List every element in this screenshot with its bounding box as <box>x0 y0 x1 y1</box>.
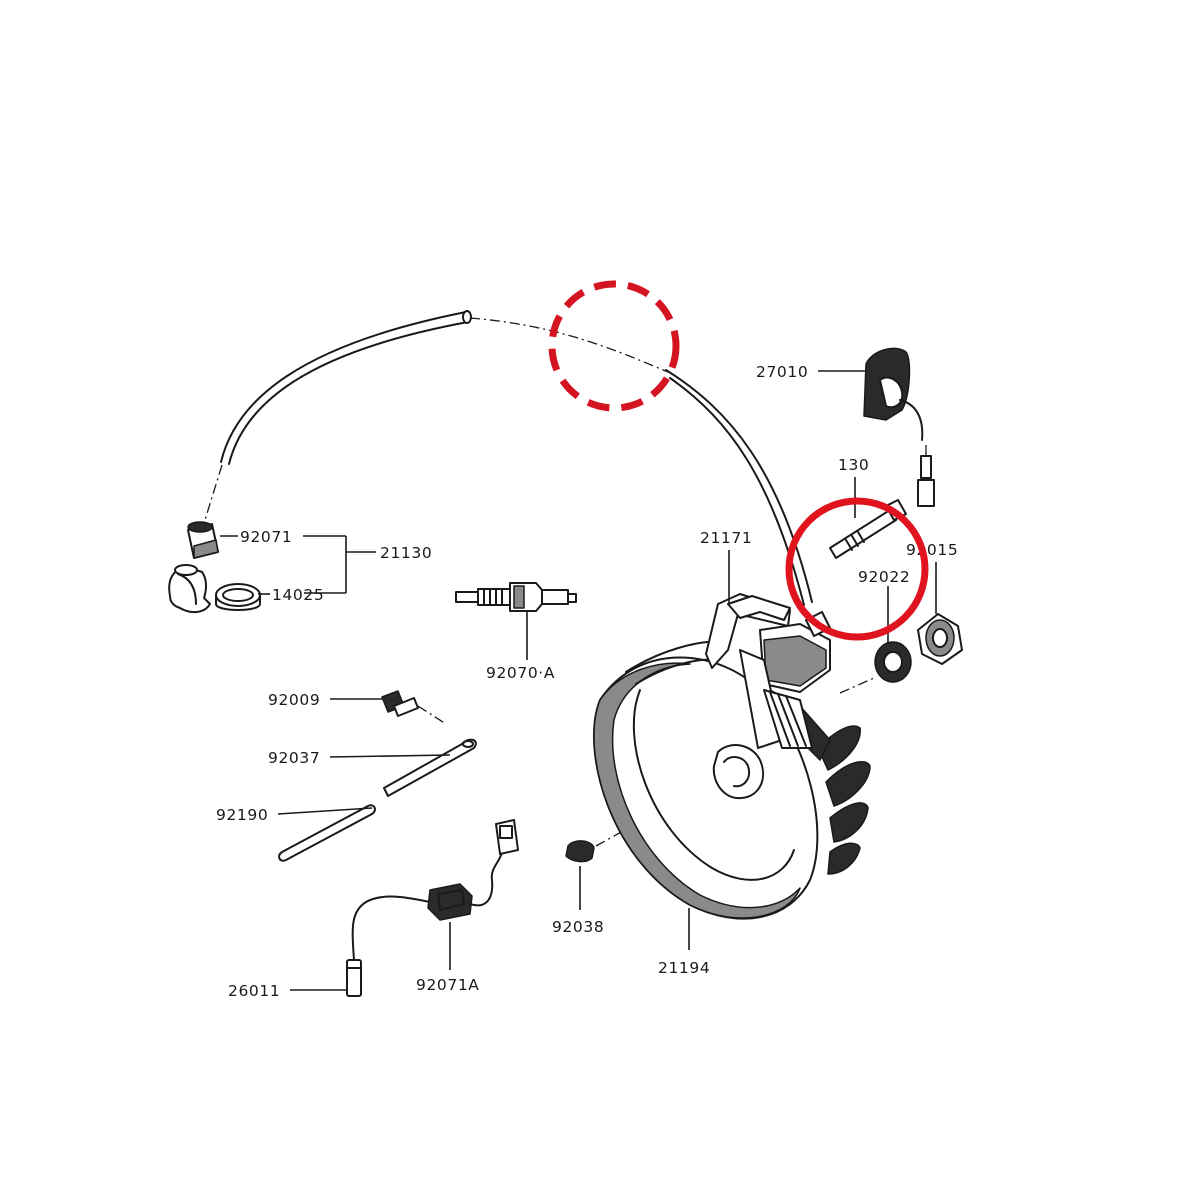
label-92038: 92038 <box>552 918 604 936</box>
high-tension-lead <box>204 310 813 606</box>
spark-plug <box>455 582 577 660</box>
label-92022: 92022 <box>858 568 910 586</box>
plug-cap-seal <box>187 521 219 559</box>
clamp-92037 <box>383 738 477 797</box>
label-14025: 14025 <box>272 586 324 604</box>
label-92070A: 92070·A <box>486 664 555 682</box>
label-92190: 92190 <box>216 806 268 824</box>
label-130: 130 <box>838 456 869 474</box>
bolt-92009 <box>381 690 447 725</box>
label-92071: 92071 <box>240 528 292 546</box>
solid-highlight-circle <box>785 497 929 641</box>
plug-cap-assembly <box>168 521 261 614</box>
ignition-coil <box>705 593 875 749</box>
label-26011: 26011 <box>228 982 280 1000</box>
leader-lines <box>277 370 937 991</box>
label-92015: 92015 <box>906 541 958 559</box>
label-21171: 21171 <box>700 529 752 547</box>
dashed-highlight-circle <box>548 280 680 412</box>
label-92037: 92037 <box>268 749 320 767</box>
plug-cap-ring <box>215 583 261 611</box>
plug-cap-elbow <box>168 564 211 614</box>
label-92071A: 92071A <box>416 976 480 994</box>
label-27010: 27010 <box>756 363 808 381</box>
label-92009: 92009 <box>268 691 320 709</box>
flywheel <box>593 640 871 920</box>
group-bracket-21130 <box>220 535 376 595</box>
part-number-labels: 27010 130 21171 92015 92022 92071 21130 … <box>216 363 958 1000</box>
stop-switch <box>863 347 935 507</box>
washer-92022 <box>874 641 912 683</box>
nut-92015 <box>917 613 963 665</box>
stop-switch-lead <box>346 819 519 997</box>
label-21194: 21194 <box>658 959 710 977</box>
tube-92190 <box>278 804 376 862</box>
label-21130: 21130 <box>380 544 432 562</box>
